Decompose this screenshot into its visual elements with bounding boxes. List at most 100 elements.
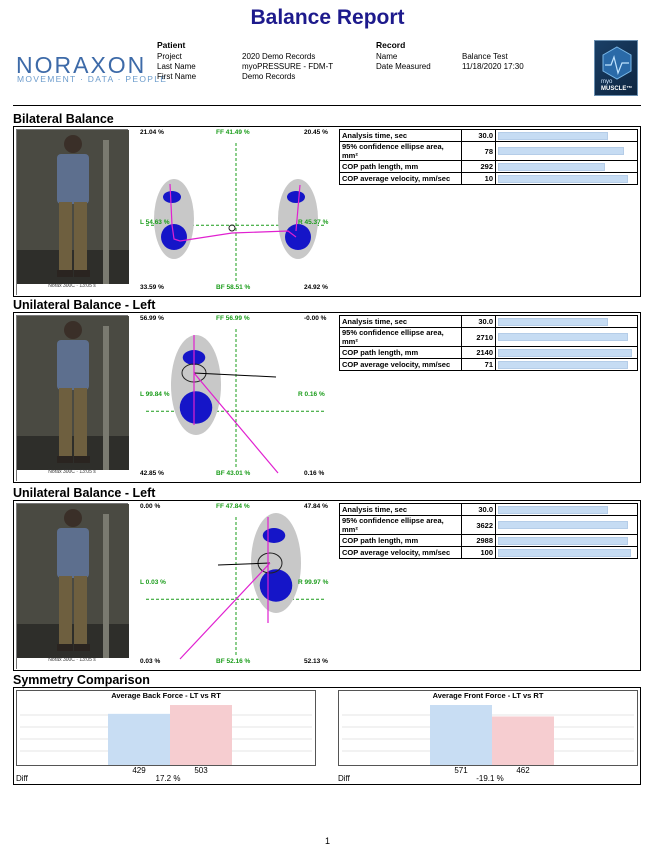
- metric-value: 3622: [461, 515, 496, 535]
- metric-label: Analysis time, sec: [339, 129, 462, 142]
- report-title: Balance Report: [250, 6, 405, 29]
- metric-label: COP average velocity, mm/sec: [339, 172, 462, 185]
- backfoot-label: BF 58.51 %: [216, 284, 251, 291]
- person-silhouette-icon: [17, 504, 129, 670]
- pct-top-left: 56.99 %: [140, 315, 164, 322]
- metric-bar: [498, 147, 625, 155]
- record-heading: Record: [376, 40, 406, 50]
- pct-top-right: 47.84 %: [304, 503, 328, 510]
- person-silhouette-icon: [17, 316, 129, 482]
- pct-top-left: 21.04 %: [140, 129, 164, 136]
- balance-panel: [13, 312, 641, 483]
- diff-value: -19.1 %: [476, 774, 504, 783]
- metric-value: 100: [461, 546, 496, 559]
- pct-top-right: 20.45 %: [304, 129, 328, 136]
- metric-label: COP average velocity, mm/sec: [339, 358, 462, 371]
- pct-bottom-right: 52.13 %: [304, 658, 328, 665]
- subject-photo: [16, 503, 129, 670]
- pressure-plot: [146, 329, 326, 474]
- backfoot-label: BF 52.16 %: [216, 658, 251, 665]
- right-label: R 0.16 %: [298, 391, 325, 398]
- symmetry-bars: [342, 704, 634, 765]
- symmetry-chart-title: Average Back Force - LT vs RT: [111, 691, 221, 700]
- metric-label: COP path length, mm: [339, 534, 462, 547]
- metric-value: 2988: [461, 534, 496, 547]
- metric-bar: [498, 360, 629, 369]
- subject-photo: [16, 315, 129, 482]
- lt-value: 571: [454, 766, 468, 775]
- metric-bar: [498, 174, 629, 183]
- badge-line2: MUSCLE™: [601, 86, 633, 92]
- pct-top-right: -0.00 %: [304, 315, 327, 322]
- pressure-plot: [146, 513, 326, 660]
- metric-value: 30.0: [461, 129, 496, 142]
- metric-bar: [498, 536, 629, 545]
- lt-bar: [430, 704, 492, 765]
- metric-bar-cell: [495, 327, 638, 347]
- metric-bar-cell: [495, 546, 638, 559]
- pct-bottom-left: 33.59 %: [140, 284, 164, 291]
- page-number: 1: [324, 836, 330, 846]
- rt-bar: [492, 716, 554, 765]
- pressure-plot: [146, 143, 326, 281]
- symmetry-bars: [20, 705, 312, 765]
- lt-bar: [108, 713, 170, 765]
- section-title: Bilateral Balance: [13, 112, 114, 126]
- metric-bar: [498, 548, 631, 557]
- metric-bar: [498, 505, 608, 514]
- metric-bar: [498, 317, 608, 326]
- lt-value: 429: [132, 766, 146, 775]
- left-label: L 99.84 %: [140, 391, 170, 398]
- muscle-icon: [602, 46, 632, 80]
- symmetry-chart: [338, 690, 638, 766]
- photo-caption: Norax 300C · 13:05 s: [48, 657, 96, 663]
- section-title: Unilateral Balance - Left: [13, 486, 156, 500]
- metric-value: 292: [461, 160, 496, 173]
- right-label: R 45.37 %: [298, 219, 329, 226]
- patient-labels: Project Last Name First Name: [157, 52, 197, 81]
- noraxon-logo: NORAXON: [16, 52, 147, 78]
- diff-label: Diff: [338, 774, 350, 783]
- header-divider: [13, 105, 641, 106]
- metric-bar-cell: [495, 315, 638, 328]
- metric-label: 95% confidence ellipse area, mm²: [339, 515, 462, 535]
- metric-bar-cell: [495, 172, 638, 185]
- myomuscle-badge: myo MUSCLE™: [594, 40, 638, 96]
- record-labels: Name Date Measured: [376, 52, 431, 71]
- metric-bar: [498, 348, 633, 357]
- pct-top-left: 0.00 %: [140, 503, 161, 510]
- balance-panel: [13, 126, 641, 297]
- metric-value: 2140: [461, 346, 496, 359]
- section-title: Unilateral Balance - Left: [13, 298, 156, 312]
- forefoot-label: FF 47.84 %: [216, 503, 250, 510]
- record-values: Balance Test 11/18/2020 17:30: [462, 52, 524, 71]
- metric-bar: [498, 131, 608, 140]
- metric-value: 71: [461, 358, 496, 371]
- forefoot-label: FF 56.99 %: [216, 315, 250, 322]
- metric-bar-cell: [495, 129, 638, 142]
- photo-caption: Norax 300C · 13:05 s: [48, 283, 96, 289]
- logo-tagline: MOVEMENT · DATA · PEOPLE: [17, 74, 168, 84]
- left-label: L 54.63 %: [140, 219, 170, 226]
- metric-bar-cell: [495, 358, 638, 371]
- rt-bar: [170, 705, 232, 765]
- metric-value: 2710: [461, 327, 496, 347]
- metric-label: COP path length, mm: [339, 346, 462, 359]
- metric-label: 95% confidence ellipse area, mm²: [339, 327, 462, 347]
- metric-bar: [498, 521, 629, 529]
- metric-label: Analysis time, sec: [339, 503, 462, 516]
- metric-bar-cell: [495, 141, 638, 161]
